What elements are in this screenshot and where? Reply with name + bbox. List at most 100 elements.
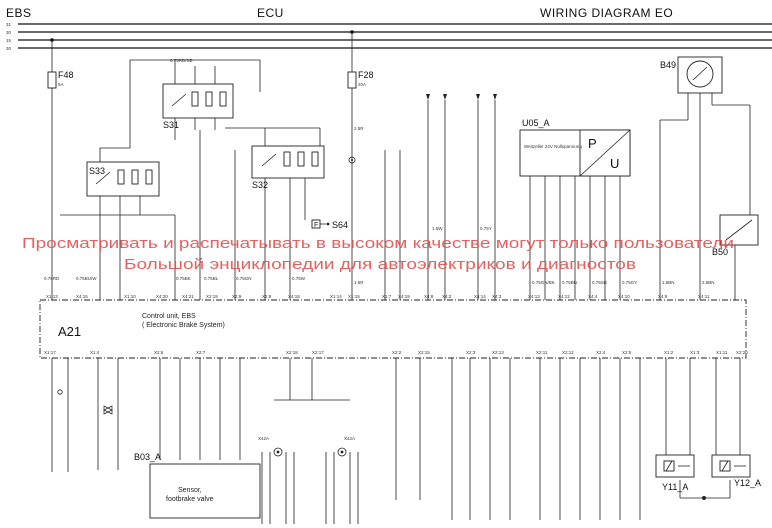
wire-codes: 0.75RD 0.75BU/W 0.75BK 0.75BL 0.75GN 0.7…: [44, 58, 715, 285]
connector-label: X4:2: [442, 294, 452, 299]
connector-label: X4:15: [76, 294, 88, 299]
connector-label: X2:12: [562, 350, 574, 355]
connector-label: X1:15: [348, 294, 360, 299]
connector-label: X2:17: [312, 350, 324, 355]
fuse-f28-id: F28: [358, 70, 374, 80]
module-u05-u: U: [610, 156, 619, 171]
connector-label: X2:15: [418, 350, 430, 355]
switch-s64-label: S64: [332, 220, 348, 230]
module-u05-label: U05_A: [522, 118, 550, 128]
valve-y11: [655, 454, 695, 478]
connector-label: X2:18: [286, 350, 298, 355]
watermark-line-2: Большой энциклопедии для автоэлектриков …: [124, 256, 636, 273]
connector-label: X2:4: [596, 350, 606, 355]
sensor-b49-label: B49: [660, 60, 676, 70]
switch-s31: [130, 59, 261, 140]
connector-label: X4:4: [588, 294, 598, 299]
fuse-f48-id: F48: [58, 70, 74, 80]
connector-label: X2:9: [232, 294, 242, 299]
wire-code: 2.5R: [354, 126, 364, 131]
header-ebs: EBS: [6, 6, 32, 20]
connector-label: X4:3: [492, 294, 502, 299]
connector-label: X2:20: [736, 350, 748, 355]
junction-x42a-left: X42A: [258, 436, 269, 441]
connector-label: X2:19: [206, 294, 218, 299]
connector-label: X4:10: [618, 294, 630, 299]
connector-label: X2:3: [466, 350, 476, 355]
connector-label: X2:11: [536, 350, 548, 355]
sensor-b50-label: B50: [712, 247, 728, 257]
a21-bottom-connectors: X1:17 X1:4 X2:6 X2:7 X2:18 X2:17 X2:2 X2…: [44, 350, 748, 355]
sensor-b03-desc2: footbrake valve: [166, 496, 214, 503]
switch-s33-label: S33: [89, 166, 105, 176]
junction-x42a-right: X42A: [344, 436, 355, 441]
wire-code: 0.75GN: [236, 276, 252, 281]
module-u05-p: P: [588, 136, 597, 151]
connector-label: X2:13: [492, 350, 504, 355]
bus-label-3: 15: [6, 38, 12, 43]
watermark-line-1: Просматривать и распечатывать в высоком …: [22, 235, 734, 252]
wire-code: 0.75SB: [592, 280, 607, 285]
wire-code: 0.75Y: [480, 226, 492, 231]
connector-label: X1:3: [690, 350, 700, 355]
wire-code: 0.75BL: [204, 276, 219, 281]
switch-s64: [311, 219, 330, 229]
connector-label: X4:14: [474, 294, 486, 299]
connector-label: X1:7: [382, 294, 392, 299]
switch-s32-label: S32: [252, 180, 268, 190]
wire-code: 0.75GN/BK: [532, 280, 555, 285]
control-unit-a21: [39, 299, 747, 359]
connector-label: X1:4: [90, 350, 100, 355]
connector-label: X4:19: [398, 294, 410, 299]
connector-label: X4:21: [182, 294, 194, 299]
header-title: WIRING DIAGRAM EO: [540, 6, 673, 20]
lower-wires: [51, 358, 741, 524]
connector-label: X4:11: [698, 294, 710, 299]
wire-code: 0.75BN: [562, 280, 577, 285]
wire-code: 0.75RD/SB: [170, 58, 193, 63]
connector-label: X1:14: [330, 294, 342, 299]
sensor-b03: [149, 463, 261, 519]
connector-label: X1:10: [124, 294, 136, 299]
switch-s31-label: S31: [163, 120, 179, 130]
sensor-b03-label: B03_A: [134, 452, 161, 462]
connector-label: X4:20: [156, 294, 168, 299]
connector-label: X1:2: [664, 350, 674, 355]
control-unit-a21-desc1: Control unit, EBS: [142, 313, 196, 320]
wire-code: 0.75BU/W: [76, 276, 97, 281]
wire-code: 1.5R: [354, 280, 364, 285]
control-unit-a21-desc2: ( Electronic Brake System): [142, 322, 225, 329]
connector-label: X1:17: [44, 350, 56, 355]
control-unit-a21-label: A21: [58, 324, 81, 339]
wire-code: 0.75W: [292, 276, 306, 281]
module-u05-desc: Weitzeller 24V Nullspannung: [524, 144, 582, 149]
connector-label: X4:8: [424, 294, 434, 299]
s64-f-mark: F: [314, 222, 318, 229]
power-bus: [18, 23, 772, 49]
switch-s32: [225, 127, 325, 300]
fuse-f28-rating: 20A: [358, 82, 366, 87]
connector-label: X4:13: [528, 294, 540, 299]
connector-label: X4:18: [288, 294, 300, 299]
valve-y12-label: Y12_A: [734, 478, 761, 488]
wire-code: 2.5BN: [702, 280, 715, 285]
connector-label: X2:6: [154, 350, 164, 355]
wire-code: 0.75BK: [176, 276, 191, 281]
valve-y11-label: Y11_A: [662, 482, 688, 492]
fuse-f48-rating: 5A: [58, 82, 64, 87]
connector-label: X2:5: [622, 350, 632, 355]
wire-code: 0.75RD: [44, 276, 60, 281]
bus-label-2: 30: [6, 30, 12, 35]
sensor-b49: [659, 56, 751, 300]
connector-label: X1:13: [46, 294, 58, 299]
a21-top-connectors: X1:13 X4:15 X1:10 X4:20 X4:21 X2:19 X2:9…: [46, 294, 710, 299]
connector-label: X1:11: [716, 350, 728, 355]
sensor-b50: [719, 214, 759, 300]
connector-label: X2:7: [196, 350, 206, 355]
sensor-b03-desc1: Sensor,: [178, 487, 202, 494]
fuse-f48: [47, 38, 57, 300]
wire-code: 0.75GY: [622, 280, 637, 285]
connector-label: X4:9: [658, 294, 668, 299]
bus-label-4: 30: [6, 46, 12, 51]
